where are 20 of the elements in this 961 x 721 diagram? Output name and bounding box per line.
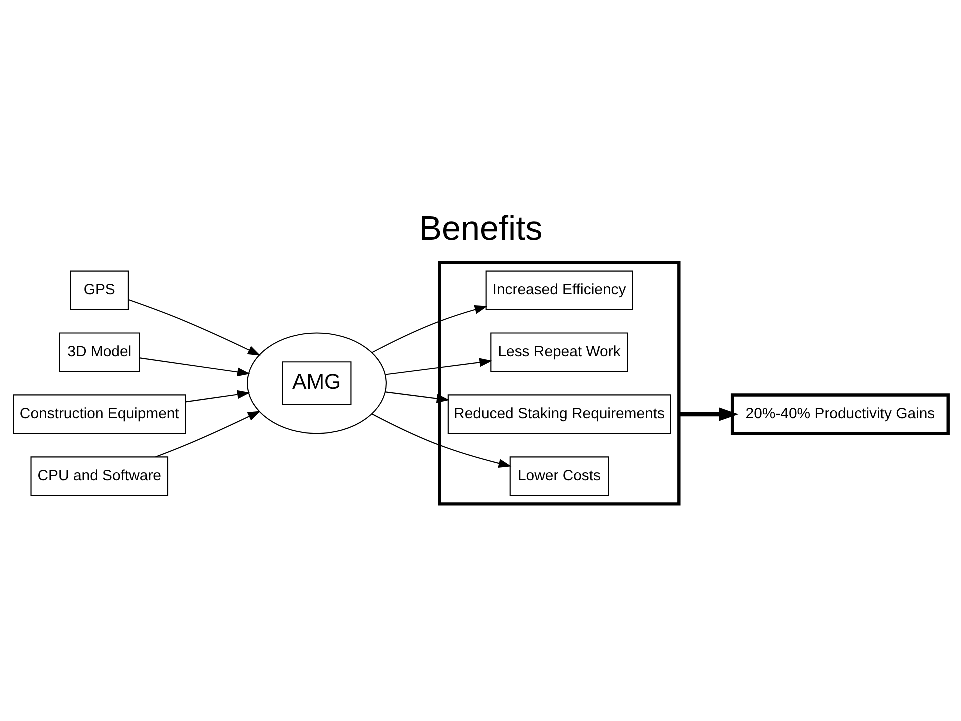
arrow xyxy=(185,390,250,403)
arrow xyxy=(155,411,260,458)
node-box: Less Repeat Work xyxy=(490,332,628,372)
arrow xyxy=(371,414,512,468)
node-box: Reduced Staking Requirements xyxy=(447,394,671,434)
node-box: 3D Model xyxy=(58,332,140,372)
node-box: Construction Equipment xyxy=(12,394,186,434)
node-box: GPS xyxy=(70,270,128,310)
node-box: CPU and Software xyxy=(30,456,168,496)
diagram-title: Benefits xyxy=(418,210,542,248)
node-box: Lower Costs xyxy=(509,456,609,496)
cluster xyxy=(438,261,680,506)
node-box: 20%-40% Productivity Gains xyxy=(730,394,950,436)
arrow xyxy=(140,358,250,377)
arrow xyxy=(128,299,260,356)
arrow xyxy=(385,358,492,376)
arrow xyxy=(371,305,488,354)
arrow xyxy=(678,408,738,422)
node-box: Increased Efficiency xyxy=(485,270,633,310)
arrow xyxy=(385,392,450,404)
